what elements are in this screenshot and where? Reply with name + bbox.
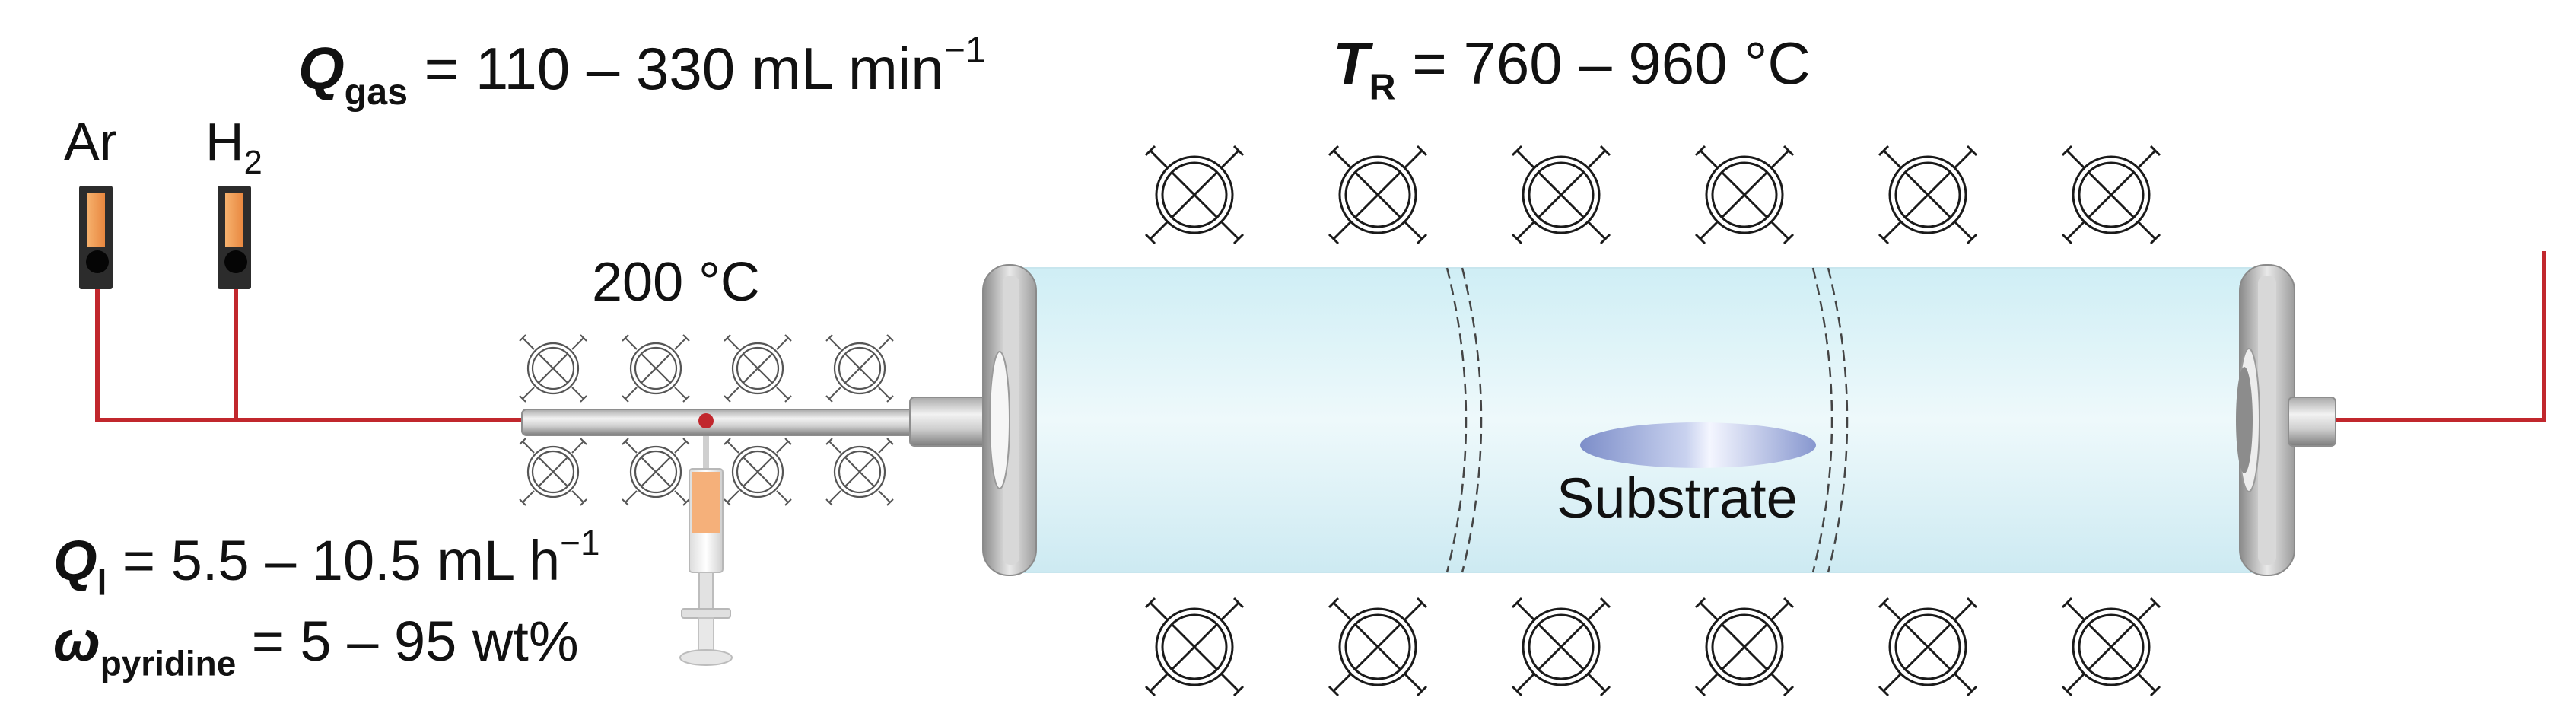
gas-lines [95, 251, 2546, 422]
furnace-coils-bottom [1144, 597, 2161, 697]
inlet-tube [521, 397, 1002, 447]
flowmeter-icon-h2 [218, 186, 251, 289]
furnace-coils-top [1144, 145, 2161, 245]
reactor-tube [1012, 267, 2267, 573]
preheat-temperature-label: 200 °C [592, 252, 760, 313]
substrate-wafer [1580, 422, 1816, 468]
tube-flange-icon-right [2236, 264, 2336, 576]
reactor-temperature-label: TR = 760 – 960 °C [1333, 30, 1811, 108]
substrate-label: Substrate [1557, 467, 1798, 530]
liquid-flow-label: Ql = 5.5 – 10.5 mL h−1 [53, 523, 600, 603]
tube-flange-icon-left [982, 264, 1037, 576]
pyridine-fraction-label: ωpyridine = 5 – 95 wt% [53, 610, 579, 683]
gas-inlet-label-ar: Ar [64, 112, 117, 171]
flowmeter-icon-ar [79, 186, 113, 289]
syringe-icon [679, 417, 733, 666]
gas-inlet-label-h2: H2 [205, 112, 262, 182]
gas-flow-label: Qgas = 110 – 330 mL min−1 [298, 30, 986, 113]
